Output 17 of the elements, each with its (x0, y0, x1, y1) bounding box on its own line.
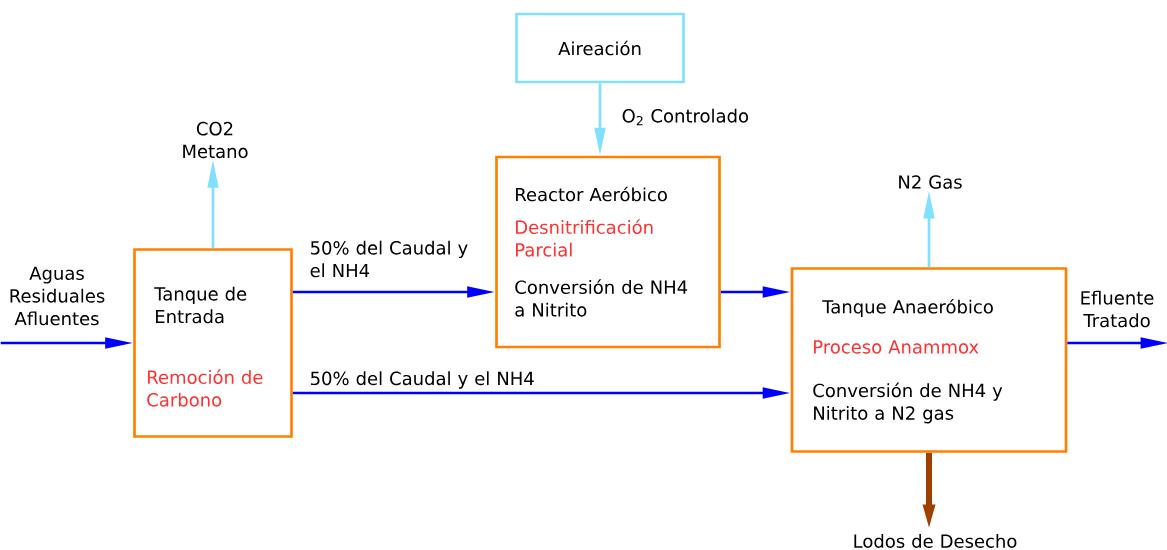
box-description: Conversión de NH4 a Nitrito (515, 279, 688, 317)
box-title: Tanque de Entrada (154, 286, 247, 324)
box-title: Reactor Aeróbico (516, 186, 667, 202)
flow-label: N2 Gas (899, 175, 962, 189)
process-subtitle: Proceso Anammox (814, 340, 979, 354)
process-subtitle: Remoción de Carbono (147, 369, 263, 407)
edge-label: O$_{2}$ Controlado (622, 108, 749, 126)
flow-label: Aguas Residuales Afluentes (10, 266, 105, 326)
box-title: Tanque Anaeróbico (822, 298, 993, 318)
box-description: Conversión de NH4 y Nitrito a N2 gas (813, 382, 1003, 424)
edge-label: 50% del Caudal y el NH4 (311, 371, 534, 389)
edge-label: 50% del Caudal y el NH4 (310, 240, 468, 278)
flow-label: CO2 Metano (183, 121, 248, 159)
box-title: Aireación (558, 40, 641, 56)
flow-label: Lodos de Desecho (854, 534, 1017, 548)
process-subtitle: Desnitrificación Parcial (516, 219, 653, 257)
flow-label: Efluente Tratado (1081, 290, 1154, 328)
